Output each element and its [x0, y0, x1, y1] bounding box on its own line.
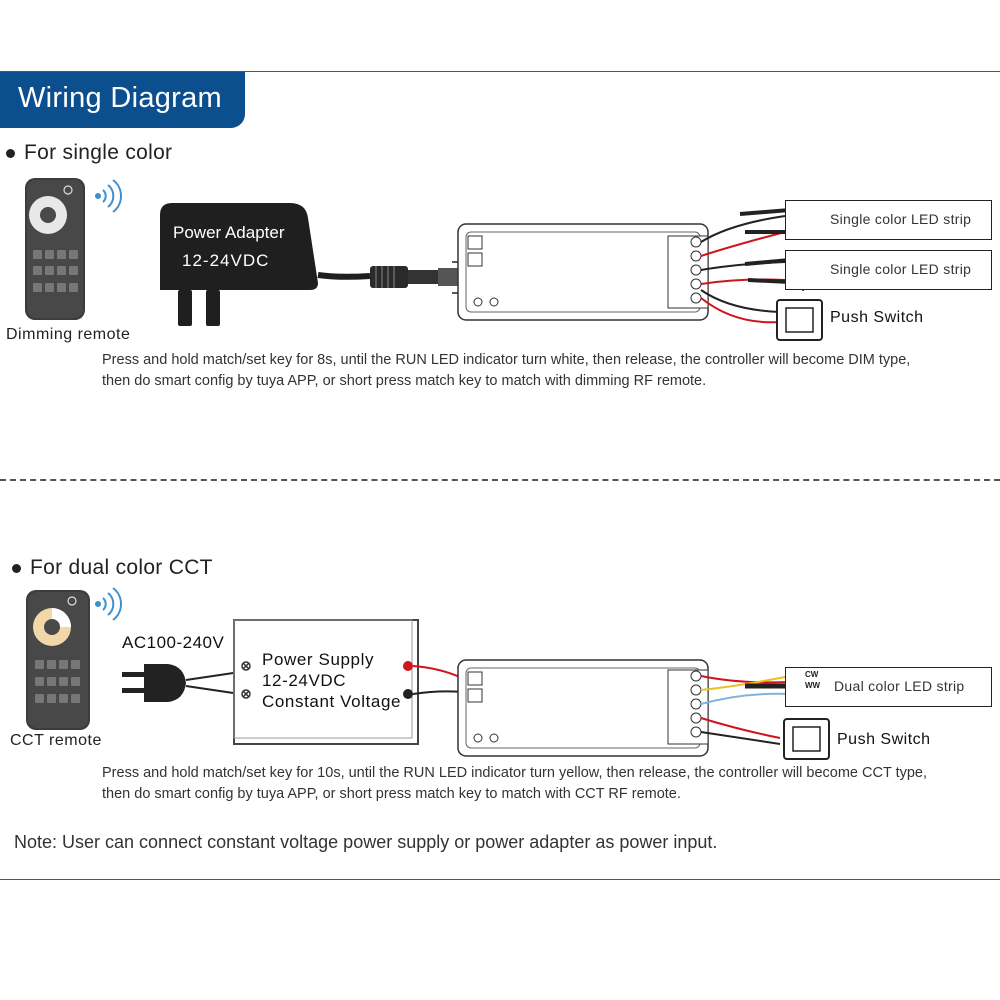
led-strip-1: Single color LED strip: [785, 200, 992, 240]
cw-label: CW: [805, 670, 819, 679]
adapter-label-2: 12-24VDC: [182, 251, 270, 270]
top-rule: [0, 71, 1000, 72]
controller-icon: [457, 223, 709, 321]
wireless-signal-icon: [95, 587, 122, 621]
controller-icon: [457, 659, 709, 757]
cct-heading: For dual color CCT: [30, 556, 213, 579]
cct-desc-line-1: Press and hold match/set key for 10s, un…: [102, 765, 928, 781]
single-desc-line-2: then do smart config by tuya APP, or sho…: [102, 373, 707, 389]
push-switch-icon: [776, 299, 823, 341]
led-strip-1-label: Single color LED strip: [830, 211, 972, 227]
page-title: Wiring Diagram: [18, 82, 223, 114]
title-banner: Wiring Diagram: [0, 72, 245, 128]
power-supply-label-2: 12-24VDC: [262, 671, 347, 690]
led-strip-2: Single color LED strip: [785, 250, 992, 290]
section-divider: [0, 479, 1000, 481]
ac-plug-icon: [122, 664, 241, 702]
bullet-icon: [12, 564, 21, 573]
ww-label: WW: [805, 681, 821, 690]
cct-desc-line-2: then do smart config by tuya APP, or sho…: [102, 786, 681, 802]
power-adapter-icon: [160, 203, 458, 326]
dimming-remote-label: Dimming remote: [6, 326, 131, 343]
cct-remote-label: CCT remote: [10, 732, 102, 749]
single-desc-line-1: Press and hold match/set key for 8s, unt…: [102, 352, 911, 368]
led-strip-2-label: Single color LED strip: [830, 261, 972, 277]
cct-remote-icon: [26, 590, 90, 730]
bullet-icon: [6, 149, 15, 158]
dimming-remote-icon: [25, 178, 85, 320]
dual-led-strip-label: Dual color LED strip: [834, 678, 965, 694]
wireless-signal-icon: [95, 179, 122, 213]
push-switch-icon: [783, 718, 830, 760]
push-switch-label-1: Push Switch: [830, 309, 924, 326]
bottom-rule: [0, 879, 1000, 880]
push-switch-label-2: Push Switch: [837, 731, 931, 748]
power-supply-label-3: Constant Voltage: [262, 692, 402, 711]
dual-led-strip: CW WW Dual color LED strip: [785, 667, 992, 707]
footer-note: Note: User can connect constant voltage …: [14, 832, 718, 852]
power-supply-icon: [233, 619, 419, 745]
ac-voltage-label: AC100-240V: [122, 633, 225, 652]
power-supply-label-1: Power Supply: [262, 650, 375, 669]
single-color-heading: For single color: [24, 141, 173, 164]
adapter-label-1: Power Adapter: [173, 223, 285, 242]
